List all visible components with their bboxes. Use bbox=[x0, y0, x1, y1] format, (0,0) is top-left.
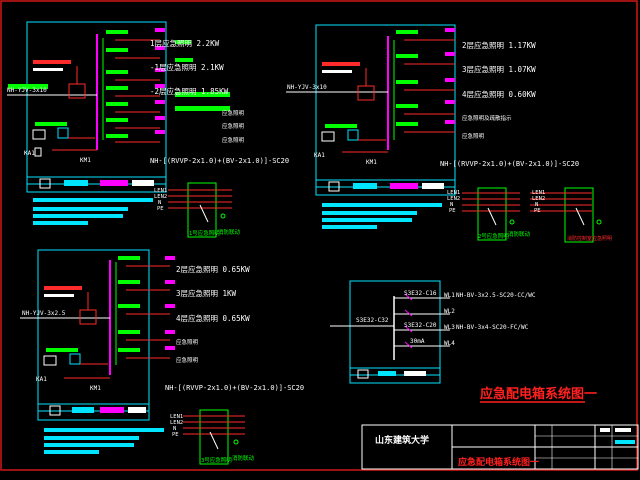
p2-circuit-1: 2层应急照明 1.17KW bbox=[462, 40, 536, 50]
drawing-name: 应急配电箱系统图一 bbox=[458, 456, 539, 468]
panel-3-control: LEN1 LEN2 N PE 3号应急照明 消防联动 bbox=[170, 409, 255, 465]
p1-km: KM1 bbox=[80, 157, 91, 164]
p1-remote-label: 消防联动 bbox=[218, 228, 241, 236]
p2-line-3b: N bbox=[535, 202, 538, 208]
p4-breaker-3: S3E32-C20 bbox=[404, 322, 437, 329]
panel-1-control: LEN1 LEN2 N PE 1号应急照明 消防联动 bbox=[154, 182, 241, 238]
panel-4-labels: S3E32-C32 S3E32-C16 S3E32-C20 30mA WL1 W… bbox=[356, 290, 536, 347]
p4-main-breaker: S3E32-C32 bbox=[356, 317, 389, 324]
drawing-border bbox=[0, 0, 638, 471]
p4-circuit-1-id: WL1 bbox=[444, 292, 455, 299]
p3-line-4: PE bbox=[172, 432, 179, 438]
p3-cable: NH-[(RVVP-2x1.0)+(BV-2x1.0)]-SC20 bbox=[165, 384, 304, 392]
p4-rcd: 30mA bbox=[410, 338, 425, 345]
panel-3-circuit-labels: 2层应急照明 0.65KW 3层应急照明 1KW 4层应急照明 0.65KW 应… bbox=[22, 264, 304, 392]
p1-circuit-2: -1层应急照明 2.1KW bbox=[150, 62, 224, 72]
panel-4-diagram bbox=[330, 280, 450, 384]
p4-circuit-1-cable: NH-BV-3x2.5-SC20-CC/WC bbox=[456, 292, 536, 299]
p1-circuit-5: 应急照明 bbox=[222, 122, 245, 130]
p4-circuit-3-id: WL3 bbox=[444, 324, 455, 331]
p3-incoming: NH-YJV-3x2.5 bbox=[22, 310, 66, 317]
p3-remote-label: 消防联动 bbox=[232, 454, 255, 462]
panel-2-control: LEN1 LEN2 N PE LEN1 LEN2 N PE 2号应急照明 消防联… bbox=[447, 187, 612, 243]
p1-circuit-4: 应急照明 bbox=[222, 109, 245, 117]
p2-line-1: LEN1 bbox=[447, 190, 460, 196]
p1-cable: NH-[(RVVP-2x1.0)+(BV-2x1.0)]-SC20 bbox=[150, 157, 289, 165]
p2-ka: KA1 bbox=[314, 152, 325, 159]
p1-incoming: NH-YJV-3x10 bbox=[7, 87, 47, 94]
p2-line-4b: PE bbox=[534, 208, 541, 214]
p1-circuit-1: 1层应急照明 2.2KW bbox=[150, 38, 220, 48]
p3-km: KM1 bbox=[90, 385, 101, 392]
panel-1-circuit-labels: 1层应急照明 2.2KW -1层应急照明 2.1KW -2层应急照明 1.85K… bbox=[7, 38, 289, 165]
p2-line-1b: LEN1 bbox=[532, 190, 545, 196]
p2-circuit-3: 4层应急照明 0.60KW bbox=[462, 89, 536, 99]
p2-line-4: PE bbox=[449, 208, 456, 214]
p4-circuit-3-cable: NH-BV-3x4-SC20-FC/WC bbox=[456, 324, 529, 331]
panel-3-diagram bbox=[20, 249, 175, 454]
school-name: 山东建筑大学 bbox=[375, 434, 429, 446]
panel-1-diagram bbox=[7, 21, 230, 225]
p2-circuit-4: 应急照明及疏散指示 bbox=[462, 114, 512, 122]
p3-line-3: N bbox=[173, 426, 176, 432]
p2-km: KM1 bbox=[366, 159, 377, 166]
p1-circuit-6: 应急照明 bbox=[222, 136, 245, 144]
p1-line-4: PE bbox=[157, 206, 164, 212]
p3-control-label: 3号应急照明 bbox=[201, 456, 232, 464]
p2-remote-label: 消防联动 bbox=[508, 230, 531, 238]
p2-extra-label: 消防控制室应急照明 bbox=[567, 235, 612, 242]
p2-circuit-5: 应急照明 bbox=[462, 132, 485, 140]
p4-circuit-2-id: WL2 bbox=[444, 308, 455, 315]
p2-line-2: LEN2 bbox=[447, 196, 460, 202]
p1-control-label: 1号应急照明 bbox=[189, 229, 220, 237]
p2-cable: NH-[(RVVP-2x1.0)+(BV-2x1.0)]-SC20 bbox=[440, 160, 579, 168]
p3-circuit-1: 2层应急照明 0.65KW bbox=[176, 264, 250, 274]
p3-line-1: LEN1 bbox=[170, 414, 183, 420]
title-block bbox=[361, 424, 639, 470]
p1-ka: KA1 bbox=[24, 150, 35, 157]
p2-incoming: NH-YJV-3x10 bbox=[287, 84, 327, 91]
p3-ka: KA1 bbox=[36, 376, 47, 383]
p3-circuit-4: 应急照明 bbox=[176, 338, 199, 346]
p2-line-2b: LEN2 bbox=[532, 196, 545, 202]
p2-line-3: N bbox=[450, 202, 453, 208]
panel-2-diagram bbox=[286, 24, 456, 229]
p2-control-label: 2号应急照明 bbox=[478, 232, 509, 240]
drawing-title: 应急配电箱系统图一 bbox=[480, 386, 597, 402]
p4-breaker-1: S3E32-C16 bbox=[404, 290, 437, 297]
p1-circuit-3: -2层应急照明 1.85KW bbox=[150, 86, 229, 96]
p3-circuit-3: 4层应急照明 0.65KW bbox=[176, 313, 250, 323]
p4-circuit-4-id: WL4 bbox=[444, 340, 455, 347]
panel-2-circuit-labels: 2层应急照明 1.17KW 3层应急照明 1.07KW 4层应急照明 0.60K… bbox=[287, 40, 579, 168]
p3-circuit-2: 3层应急照明 1KW bbox=[176, 288, 237, 298]
p2-circuit-2: 3层应急照明 1.07KW bbox=[462, 64, 536, 74]
p1-line-1: LEN1 bbox=[154, 188, 167, 194]
p3-line-2: LEN2 bbox=[170, 420, 183, 426]
p3-circuit-5: 应急照明 bbox=[176, 356, 199, 364]
p1-line-3: N bbox=[158, 200, 161, 206]
p1-line-2: LEN2 bbox=[154, 194, 167, 200]
